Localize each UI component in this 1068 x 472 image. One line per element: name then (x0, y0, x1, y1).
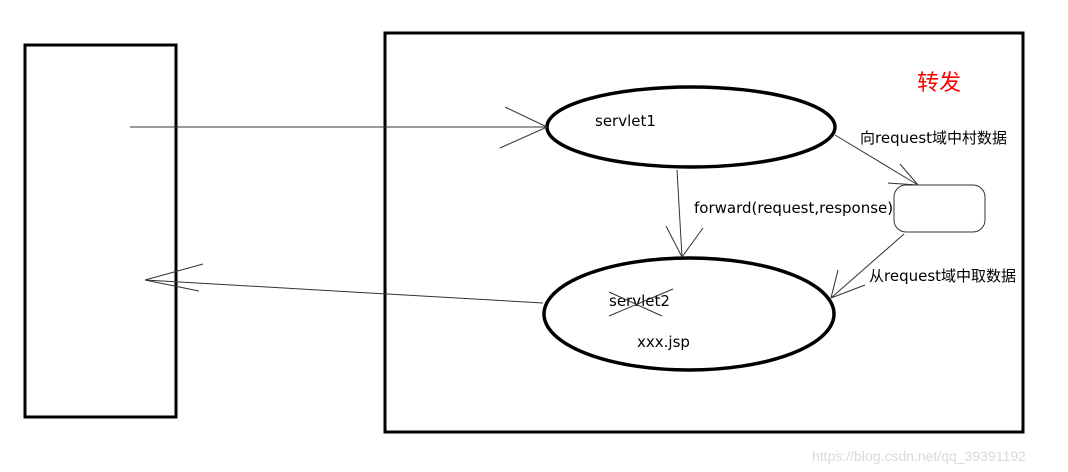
target-node (542, 256, 836, 372)
servlet1-node (545, 85, 837, 169)
request-arrow-head (504, 106, 548, 128)
forward-arrow-head (681, 227, 704, 258)
forward-label: forward(request,response) (694, 199, 893, 217)
store-arrow (834, 134, 919, 186)
fetch-label: 从request域中取数据 (869, 267, 1016, 285)
diagram-title: 转发 (917, 71, 961, 96)
servlet2-strike (608, 291, 663, 317)
store-arrow-head (887, 182, 919, 186)
jsp-label: xxx.jsp (637, 333, 690, 351)
servlet1-label: servlet1 (595, 112, 656, 130)
response-arrow-head (144, 263, 204, 281)
forward-arrow-head (665, 225, 683, 258)
fetch-arrow (830, 233, 905, 299)
client-box (23, 43, 178, 419)
response-arrow (144, 279, 544, 304)
request-arrow-head (499, 126, 548, 149)
fetch-arrow-head (830, 269, 839, 299)
request-domain-box (893, 184, 986, 233)
store-label: 向request域中村数据 (860, 129, 1007, 147)
store-arrow-head (899, 163, 919, 186)
forward-arrow (676, 169, 683, 258)
watermark: https://blog.csdn.net/qq_39391192 (812, 448, 1026, 464)
servlet2-label: servlet2 (609, 292, 670, 310)
fetch-arrow-head (830, 284, 866, 299)
response-arrow-head (144, 279, 200, 292)
servlet2-strike (608, 288, 674, 317)
server-box (383, 31, 1025, 434)
